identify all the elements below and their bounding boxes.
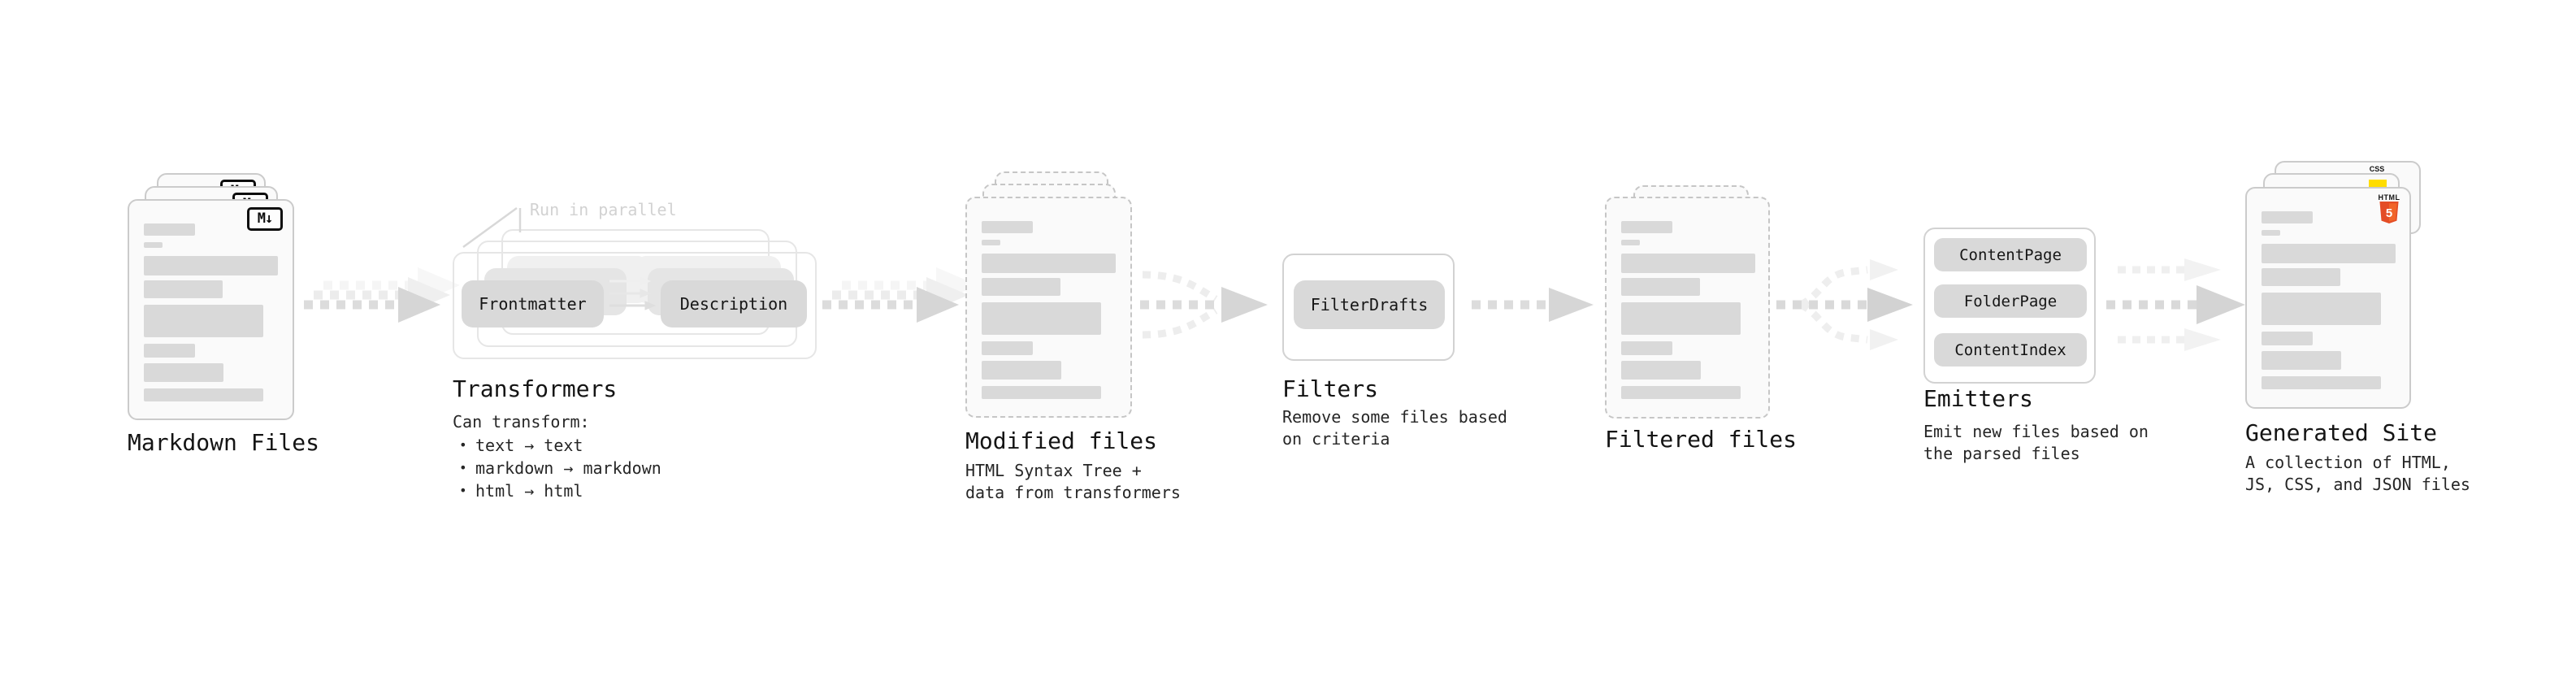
text-line-placeholder	[2262, 230, 2280, 236]
arrow-filtered-to-emitters	[1776, 259, 1913, 350]
text-line-placeholder	[982, 302, 1101, 335]
capability-item: markdown → markdown	[453, 457, 661, 479]
modified-files-description: HTML Syntax Tree + data from transformer…	[965, 461, 1181, 502]
text-line-placeholder	[144, 344, 195, 358]
filters-description: Remove some files based on criteria	[1282, 407, 1507, 449]
html5-shield: 5	[2379, 202, 2399, 224]
text-line-placeholder	[2262, 376, 2381, 389]
text-line-placeholder	[1621, 361, 1701, 380]
text-line-placeholder	[1621, 278, 1700, 296]
text-line-placeholder	[2262, 293, 2381, 325]
contentindex-node: ContentIndex	[1934, 333, 2087, 367]
site-html-file-card: HTML 5	[2245, 187, 2411, 409]
arrow-emitters-to-site	[2106, 258, 2245, 351]
emitters-label: Emitters	[1923, 385, 2033, 412]
text-line-placeholder	[2262, 244, 2396, 263]
description-node: Description	[661, 280, 807, 327]
modified-files-label: Modified files	[965, 427, 1158, 454]
arrow-transformers-to-modified	[822, 267, 978, 323]
filters-label: Filters	[1282, 375, 1379, 402]
text-line-placeholder	[144, 242, 163, 248]
text-line-placeholder	[982, 361, 1061, 380]
text-line-placeholder	[1621, 341, 1672, 355]
text-line-placeholder	[2262, 351, 2341, 370]
text-line-placeholder	[1621, 240, 1640, 245]
transform-step-arrows	[609, 276, 657, 310]
markdown-file-card: M↓	[128, 199, 294, 420]
arrow-filters-to-filtered	[1472, 288, 1594, 322]
emitters-description: Emit new files based on the parsed files	[1923, 422, 2149, 463]
contentpage-node: ContentPage	[1934, 238, 2087, 271]
html5-icon: HTML 5	[2377, 194, 2401, 229]
text-line-placeholder	[144, 388, 263, 401]
text-line-placeholder	[144, 280, 223, 298]
generated-site-description: A collection of HTML, JS, CSS, and JSON …	[2245, 453, 2470, 494]
capability-item: text → text	[453, 434, 661, 457]
text-line-placeholder	[982, 221, 1033, 233]
folderpage-node: FolderPage	[1934, 284, 2087, 318]
capability-item: html → html	[453, 479, 661, 502]
text-line-placeholder	[144, 223, 195, 236]
filtered-file-card	[1605, 197, 1770, 419]
text-line-placeholder	[144, 363, 223, 382]
markdown-files-label: Markdown Files	[128, 429, 320, 456]
transformers-description-title: Can transform:	[453, 412, 590, 432]
transformers-capability-list: text → text markdown → markdown html → h…	[453, 434, 661, 502]
javascript-icon	[2369, 180, 2387, 189]
filters-box	[1282, 254, 1455, 361]
text-line-placeholder	[982, 254, 1116, 273]
arrow-markdown-to-transformers	[304, 267, 460, 323]
text-line-placeholder	[982, 341, 1033, 355]
text-line-placeholder	[982, 278, 1060, 296]
filterdrafts-node: FilterDrafts	[1294, 280, 1445, 329]
text-line-placeholder	[1621, 221, 1672, 233]
text-line-placeholder	[2262, 211, 2313, 223]
frontmatter-node: Frontmatter	[462, 280, 604, 327]
text-line-placeholder	[2262, 332, 2313, 345]
arrow-modified-to-filters	[1140, 271, 1268, 339]
transformers-box	[453, 252, 817, 359]
css-icon-text: CSS	[2369, 165, 2385, 173]
html5-icon-text: HTML	[2378, 193, 2400, 202]
text-line-placeholder	[982, 386, 1101, 399]
text-line-placeholder	[1621, 302, 1741, 335]
filtered-files-label: Filtered files	[1605, 426, 1798, 453]
text-line-placeholder	[144, 256, 278, 275]
text-line-placeholder	[144, 305, 263, 337]
generated-site-label: Generated Site	[2245, 419, 2438, 446]
run-in-parallel-leader-line	[462, 206, 522, 249]
emitters-box	[1923, 228, 2096, 384]
text-line-placeholder	[982, 240, 1000, 245]
markdown-icon: M↓	[247, 207, 283, 231]
run-in-parallel-annotation: Run in parallel	[530, 200, 677, 219]
text-line-placeholder	[1621, 254, 1755, 273]
modified-file-card	[965, 197, 1132, 418]
transformers-label: Transformers	[453, 375, 618, 402]
text-line-placeholder	[2262, 268, 2340, 286]
svg-text:5: 5	[2386, 206, 2392, 220]
text-line-placeholder	[1621, 386, 1741, 399]
